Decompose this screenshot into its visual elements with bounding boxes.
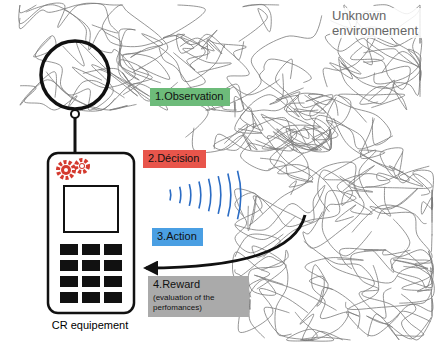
scribble-stroke: [304, 241, 424, 336]
action-tag: 3.Action: [152, 228, 203, 246]
scribble-stroke: [235, 95, 326, 134]
device-outline: [40, 150, 140, 318]
scribble-stroke: [368, 294, 432, 340]
decision-tag: 2.Décision: [143, 150, 206, 168]
step-label: 3.Action: [152, 228, 203, 245]
radio-wave: [189, 184, 192, 206]
radio-waves: [169, 171, 241, 220]
observation-tag: 1.Observation: [150, 88, 230, 106]
device-body: [48, 153, 134, 313]
observation-lens: [41, 41, 109, 109]
keypad-key: [82, 292, 100, 303]
scribble-stroke: [340, 248, 434, 283]
cr-device: CR equipement: [40, 150, 140, 332]
radio-wave: [208, 179, 212, 212]
scribble-stroke: [295, 287, 360, 340]
reward-tag: 4.Reward(evaluation of the perfomances): [148, 276, 249, 317]
step-label: 1.Observation: [150, 88, 230, 105]
scribble-stroke: [324, 150, 391, 216]
step-note: (evaluation of the perfomances): [148, 293, 248, 316]
radio-wave: [198, 181, 201, 209]
scribble-stroke: [312, 94, 405, 140]
scribble-stroke: [382, 32, 421, 80]
gear-icon: [58, 162, 74, 178]
gear-icon: [76, 160, 88, 172]
radio-wave: [179, 187, 182, 204]
keypad-key: [82, 260, 100, 271]
scribble-stroke: [235, 193, 296, 253]
environment-label: Unknown environnement: [330, 8, 424, 38]
step-label: 2.Décision: [143, 150, 206, 167]
gear-hub: [61, 165, 71, 175]
gear-hole: [80, 164, 84, 168]
scribble-stroke: [359, 118, 429, 186]
keypad-key: [104, 292, 122, 303]
scribble-stroke: [192, 128, 278, 153]
scribble-stroke: [370, 188, 427, 223]
gear-hub: [79, 163, 85, 169]
keypad-key: [82, 244, 100, 255]
radio-wave: [217, 176, 221, 214]
scribble-stroke: [363, 36, 422, 67]
scribble-stroke: [304, 101, 332, 151]
scribble-stroke: [367, 291, 433, 327]
gear-hole: [64, 168, 68, 172]
scribble-stroke: [173, 30, 217, 70]
scribble-stroke: [318, 166, 375, 212]
scribble-stroke: [402, 250, 433, 292]
scribble-stroke: [175, 34, 209, 137]
scribble-stroke: [264, 307, 350, 341]
scribble-stroke: [252, 113, 321, 150]
keypad-key: [82, 276, 100, 287]
scribble-stroke: [214, 128, 309, 151]
radio-wave: [227, 173, 231, 217]
scribble-stroke: [213, 123, 255, 150]
scribble-stroke: [305, 258, 363, 307]
keypad-key: [60, 292, 78, 303]
lens-joint: [71, 110, 79, 118]
radio-wave: [237, 171, 242, 220]
radio-wave: [169, 189, 171, 201]
scribble-stroke: [19, 3, 118, 33]
keypad-key: [60, 260, 78, 271]
scribble-stroke: [261, 88, 330, 150]
scribble-stroke: [413, 170, 434, 252]
scribble-stroke: [239, 4, 279, 41]
scribble-stroke: [360, 70, 420, 110]
scribble-stroke: [421, 190, 432, 223]
keypad-key: [104, 244, 122, 255]
reward-arrow: [146, 215, 305, 268]
keypad-key: [104, 260, 122, 271]
keypad-key: [60, 244, 78, 255]
environment-scribble: [19, 3, 435, 341]
scribble-stroke: [34, 36, 116, 111]
keypad-key: [104, 276, 122, 287]
device-label: CR equipement: [40, 319, 140, 332]
scribble-stroke: [235, 185, 325, 230]
scribble-stroke: [248, 166, 309, 231]
scribble-stroke: [383, 250, 435, 303]
scribble-stroke: [335, 174, 390, 222]
scribble-stroke: [312, 265, 349, 340]
step-label: 4.Reward: [148, 276, 249, 293]
keypad-key: [60, 276, 78, 287]
scribble-stroke: [119, 29, 139, 80]
device-screen: [64, 186, 118, 232]
